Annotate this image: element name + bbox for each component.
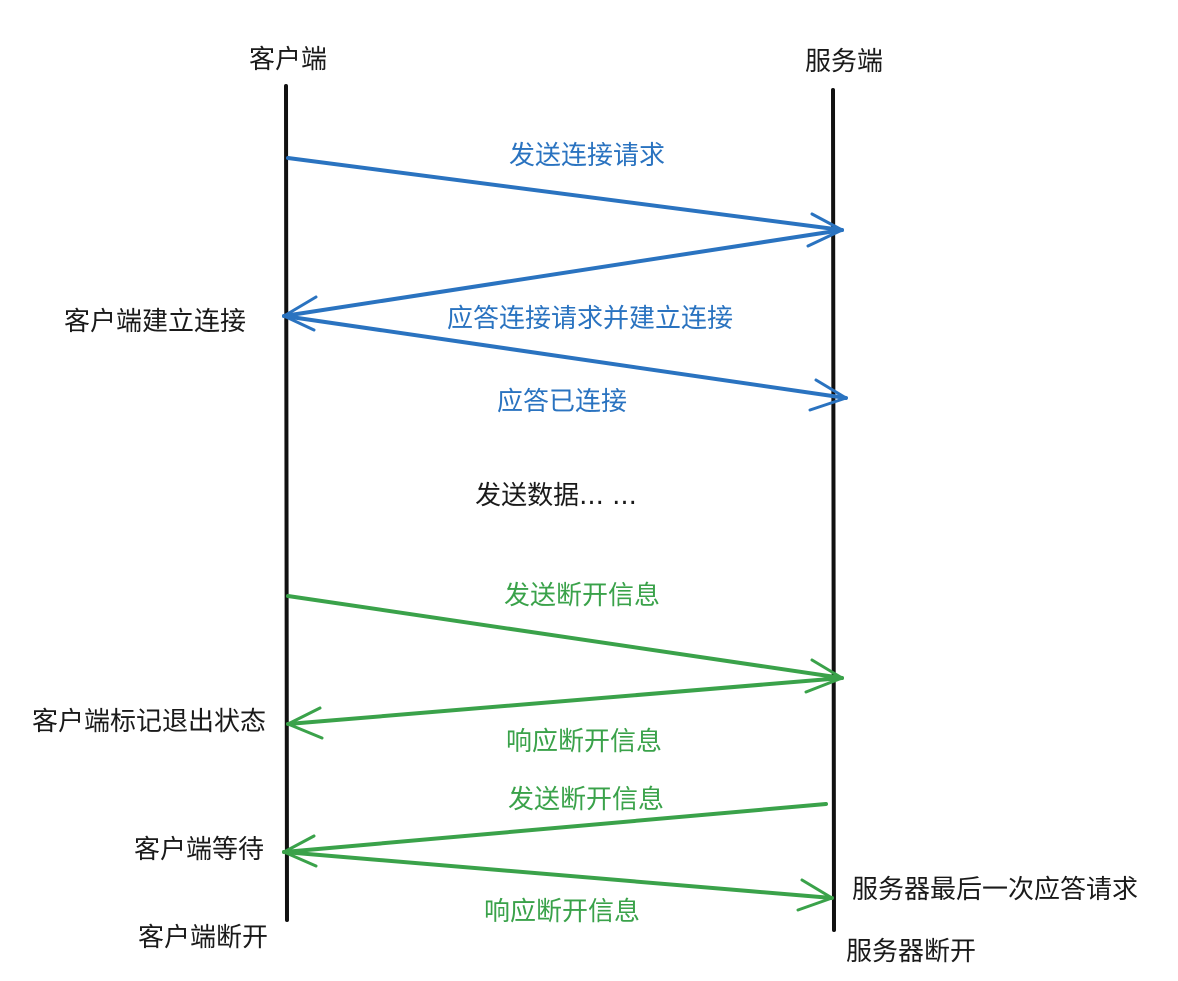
message-label-reply-disconnect: 响应断开信息	[506, 727, 662, 757]
send-data-note: 发送数据... ...	[475, 481, 637, 511]
message-line	[286, 594, 844, 680]
arrow-head	[796, 878, 834, 912]
message-label-send-disconnect: 发送断开信息	[504, 581, 660, 611]
message-label-server-send-disconnect: 发送断开信息	[508, 785, 664, 815]
server-state-last-reply: 服务器最后一次应答请求	[852, 875, 1138, 905]
message-line	[286, 676, 844, 726]
message-line	[282, 314, 848, 400]
server-lifeline	[831, 88, 836, 932]
message-arrow-client-reply-disconnect	[282, 850, 834, 912]
message-arrow-reply-disconnect	[286, 676, 844, 740]
participant-client-label: 客户端	[249, 45, 327, 75]
server-state-disconnected: 服务器断开	[846, 937, 976, 967]
message-line	[282, 228, 844, 318]
message-label-client-reply-disconnect: 响应断开信息	[484, 897, 640, 927]
message-label-accept-connect: 应答连接请求并建立连接	[447, 304, 733, 334]
message-arrow-connect-request	[286, 156, 844, 248]
message-line	[282, 802, 828, 854]
arrow-head	[286, 706, 324, 740]
message-line	[286, 156, 844, 232]
client-lifeline	[284, 84, 289, 922]
message-arrow-ack-connected	[282, 314, 848, 412]
client-state-waiting: 客户端等待	[134, 835, 264, 865]
message-label-connect-request: 发送连接请求	[509, 141, 665, 171]
message-label-ack-connected: 应答已连接	[497, 387, 627, 417]
arrow-head	[808, 378, 848, 412]
client-state-marked-exit: 客户端标记退出状态	[32, 707, 266, 737]
client-state-established: 客户端建立连接	[64, 307, 246, 337]
message-line	[282, 850, 834, 900]
client-state-disconnected: 客户端断开	[138, 923, 268, 953]
participant-server-label: 服务端	[805, 47, 883, 77]
